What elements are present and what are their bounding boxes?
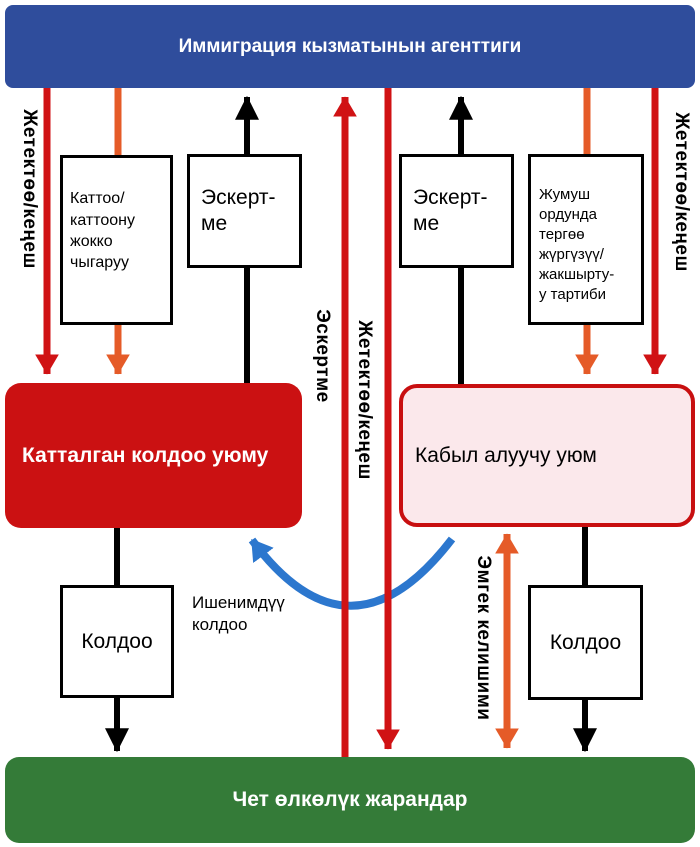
- notice-box-right-label: Эскерт- ме: [413, 185, 488, 235]
- registration-box-label: Каттоо/ каттоону жокко чыгаруу: [70, 190, 136, 272]
- guidance-label-mid: Жетектөө/кеңеш: [354, 320, 375, 480]
- notice-box-right: Эскерт- ме: [399, 154, 514, 268]
- guidance-label-left: Жетектөө/кеңеш: [19, 109, 40, 269]
- trusted-support-label: Ишенимдүү колдоо: [192, 593, 285, 635]
- registered-support-org-label: Катталган колдоо уюму: [22, 443, 269, 467]
- foreign-citizens-banner: Чет өлкөлүк жарандар: [5, 757, 695, 843]
- trusted-support-arrow: [248, 536, 456, 610]
- support-box-right-label: Колдоо: [549, 630, 622, 654]
- support-box-left: Колдоо: [60, 585, 174, 698]
- agency-banner: Иммиграция кызматынын агенттиги: [5, 5, 695, 88]
- workplace-inspection-box-label: Жумуш ордунда тергөө жүргүзүү/ жакшырту-…: [539, 185, 615, 303]
- foreign-citizens-banner-label: Чет өлкөлүк жарандар: [232, 788, 468, 811]
- notice-box-left: Эскерт- ме: [187, 154, 302, 268]
- receiving-org-label: Кабыл алуучу уюм: [415, 443, 597, 467]
- notice-box-left-label: Эскерт- ме: [201, 185, 276, 235]
- registered-support-org-box: Катталган колдоо уюму: [5, 383, 302, 528]
- agency-banner-label: Иммиграция кызматынын агенттиги: [178, 35, 522, 57]
- receiving-org-box: Кабыл алуучу уюм: [399, 384, 695, 527]
- labor-contract-label: Эмгек келишими: [473, 555, 494, 721]
- support-box-left-label: Колдоо: [81, 629, 153, 653]
- support-box-right: Колдоо: [528, 585, 643, 700]
- workplace-inspection-box: Жумуш ордунда тергөө жүргүзүү/ жакшырту-…: [528, 154, 644, 325]
- guidance-label-right: Жетектөө/кеңеш: [671, 112, 692, 272]
- notice-label-vertical: Эскертме: [312, 309, 333, 403]
- registration-box: Каттоо/ каттоону жокко чыгаруу: [60, 155, 173, 325]
